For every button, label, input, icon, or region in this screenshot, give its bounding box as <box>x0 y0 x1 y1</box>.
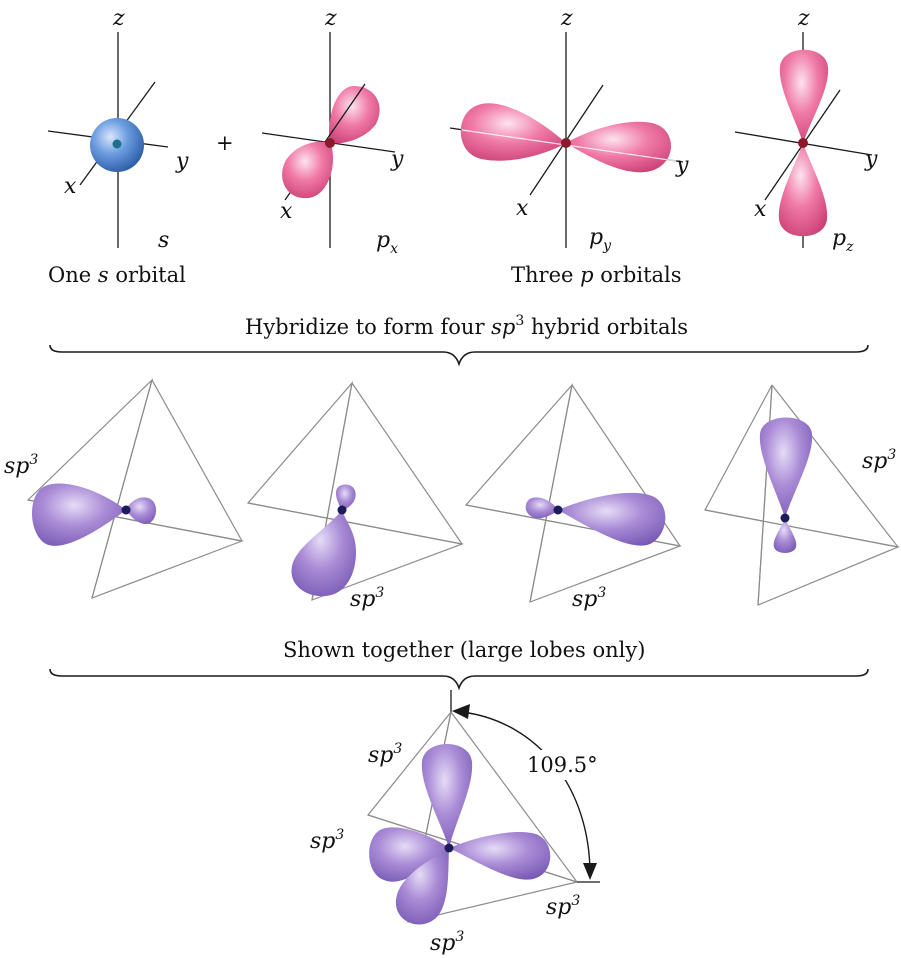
z-axis-label: z <box>560 6 573 31</box>
nucleus <box>798 138 808 148</box>
sp3-small-lobe <box>526 497 558 518</box>
sp3-label: sp3 <box>350 585 384 612</box>
hybridize-caption: Hybridize to form four sp3 hybrid orbita… <box>245 313 688 339</box>
py-orbital-label: py <box>589 225 612 254</box>
x-axis-label: x <box>280 199 293 224</box>
px-orbital-diagram: z y x px <box>262 6 404 257</box>
sp3-hybrid-4: sp3 <box>705 385 898 605</box>
nucleus <box>554 506 563 515</box>
px-orbital-label: px <box>376 228 398 257</box>
sp3-hybrid-3: sp3 <box>466 385 680 612</box>
px-lobe-back <box>329 86 379 143</box>
sp3-label-top: sp3 <box>368 741 402 768</box>
nucleus <box>122 506 131 515</box>
x-axis-label: x <box>754 197 767 222</box>
x-axis-label: x <box>516 196 529 221</box>
x-axis-label: x <box>64 174 77 199</box>
pz-orbital-label: pz <box>832 226 854 255</box>
z-axis-label: z <box>797 6 810 31</box>
sp3-large-lobe <box>760 418 812 519</box>
nucleus <box>325 138 335 148</box>
px-lobe-front <box>282 142 333 198</box>
py-orbital-diagram: z y x py <box>450 6 689 254</box>
z-axis-label: z <box>324 6 337 31</box>
y-axis-label: y <box>390 147 404 172</box>
z-axis-label: z <box>112 6 125 31</box>
y-axis-label: y <box>864 147 878 172</box>
shown-together-caption: Shown together (large lobes only) <box>283 638 645 662</box>
sp3-large-lobe <box>32 483 126 545</box>
plus-sign: + <box>216 131 234 155</box>
three-p-orbitals-caption: Three p orbitals <box>511 263 682 287</box>
s-orbital-diagram: z y x s <box>48 6 189 253</box>
pz-lobe-top <box>780 50 828 143</box>
pz-orbital-diagram: z y x pz <box>735 6 878 255</box>
sp3-label: sp3 <box>4 452 38 479</box>
sp3-label-right: sp3 <box>546 893 580 920</box>
pz-lobe-bottom <box>779 143 827 236</box>
y-axis-label: y <box>675 153 689 178</box>
together-brace <box>50 669 868 688</box>
bond-angle-arrowhead-bottom <box>583 863 597 880</box>
sp3-label: sp3 <box>862 447 896 474</box>
sp3-hybrid-1: sp3 <box>4 380 242 598</box>
sp3-label-bottom: sp3 <box>430 929 464 956</box>
nucleus <box>338 506 347 515</box>
sp3-lobe-top <box>422 744 472 848</box>
sp3-lobe-right <box>449 832 550 880</box>
s-orbital-label: s <box>158 228 169 253</box>
y-axis-label: y <box>175 149 189 174</box>
nucleus <box>561 138 571 148</box>
sp3-combined-diagram: 109.5° sp3 sp3 sp3 sp3 <box>310 690 606 956</box>
sp3-small-lobe <box>336 485 356 510</box>
hybridize-brace <box>50 345 868 364</box>
sp3-label: sp3 <box>572 585 606 612</box>
one-s-orbital-caption: One s orbital <box>48 263 186 287</box>
sp3-label-left: sp3 <box>310 827 344 854</box>
nucleus <box>781 514 790 523</box>
nucleus <box>445 844 454 853</box>
sp3-large-lobe <box>558 493 665 546</box>
bond-angle-label: 109.5° <box>527 753 598 777</box>
sp3-large-lobe <box>291 510 356 596</box>
nucleus <box>113 140 122 149</box>
sp3-hybrid-2: sp3 <box>248 383 462 612</box>
